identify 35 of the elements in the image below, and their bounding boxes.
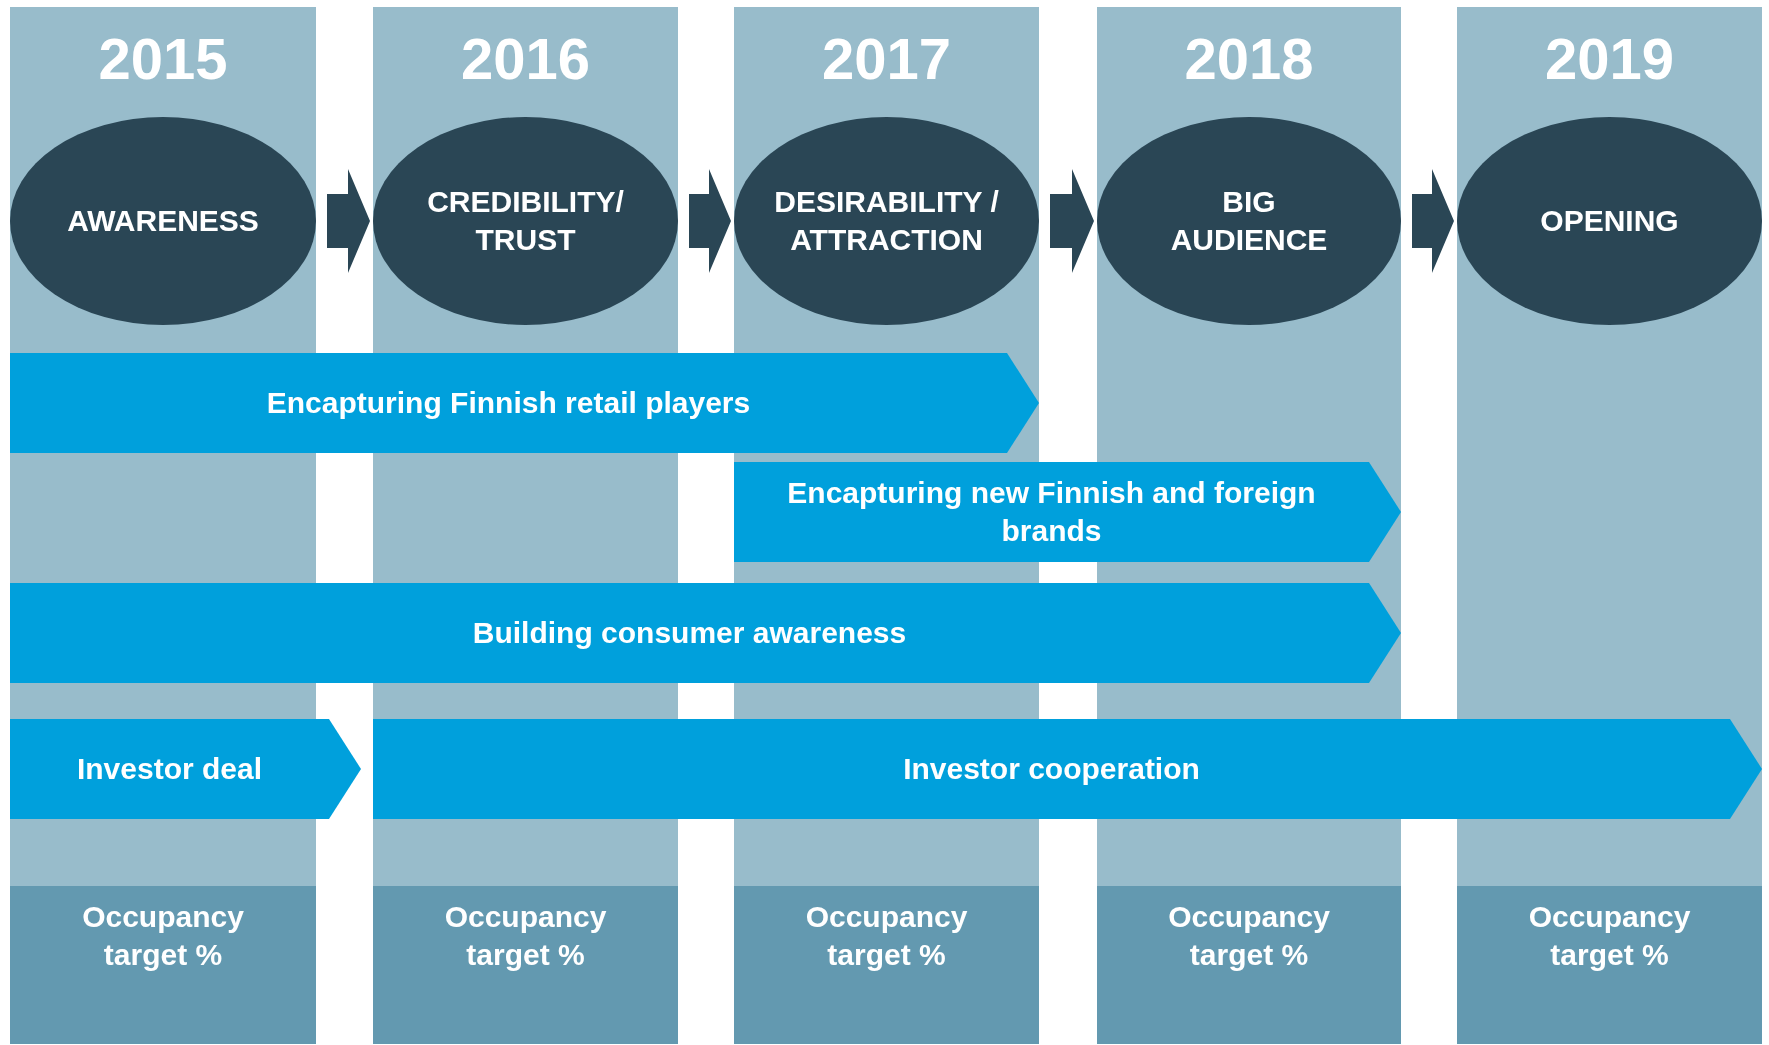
activity-label: Investor deal [76,751,263,787]
stage-label: DESIRABILITY / ATTRACTION [773,184,1000,258]
occupancy-label: Occupancy target % [82,899,244,973]
occupancy-label: Occupancy target % [1528,899,1691,973]
activity-arrow-bar [373,719,1762,819]
activity-arrow-bar [10,719,361,819]
activity-label: Encapturing new Finnish and foreign brands [786,475,1317,549]
occupancy-box [1457,886,1762,1044]
year-heading: 2017 [821,29,952,89]
stage-label: BIG AUDIENCE [1169,184,1329,258]
occupancy-label: Occupancy target % [805,899,968,973]
occupancy-box [1097,886,1401,1044]
year-column [1457,7,1762,1044]
occupancy-label: Occupancy target % [1168,899,1330,973]
year-heading: 2015 [97,29,229,89]
year-heading: 2016 [460,29,591,89]
stage-label: AWARENESS [67,203,259,239]
activity-arrow-bar [10,353,1039,453]
stage-label: CREDIBILITY/ TRUST [426,184,625,258]
activity-arrow-bar [10,583,1401,683]
block-arrow [327,169,370,273]
block-arrow [1050,169,1094,273]
occupancy-box [734,886,1039,1044]
year-heading: 2019 [1544,29,1675,89]
stage-label: OPENING [1540,203,1679,239]
occupancy-box [10,886,316,1044]
block-arrow [1412,169,1454,273]
activity-label: Investor cooperation [903,751,1200,787]
activity-arrow-bar [734,462,1401,562]
occupancy-label: Occupancy target % [444,899,607,973]
activity-label: Building consumer awareness [472,615,907,651]
block-arrow [689,169,731,273]
occupancy-box [373,886,678,1044]
activity-label: Encapturing Finnish retail players [266,385,751,421]
year-heading: 2018 [1183,29,1315,89]
